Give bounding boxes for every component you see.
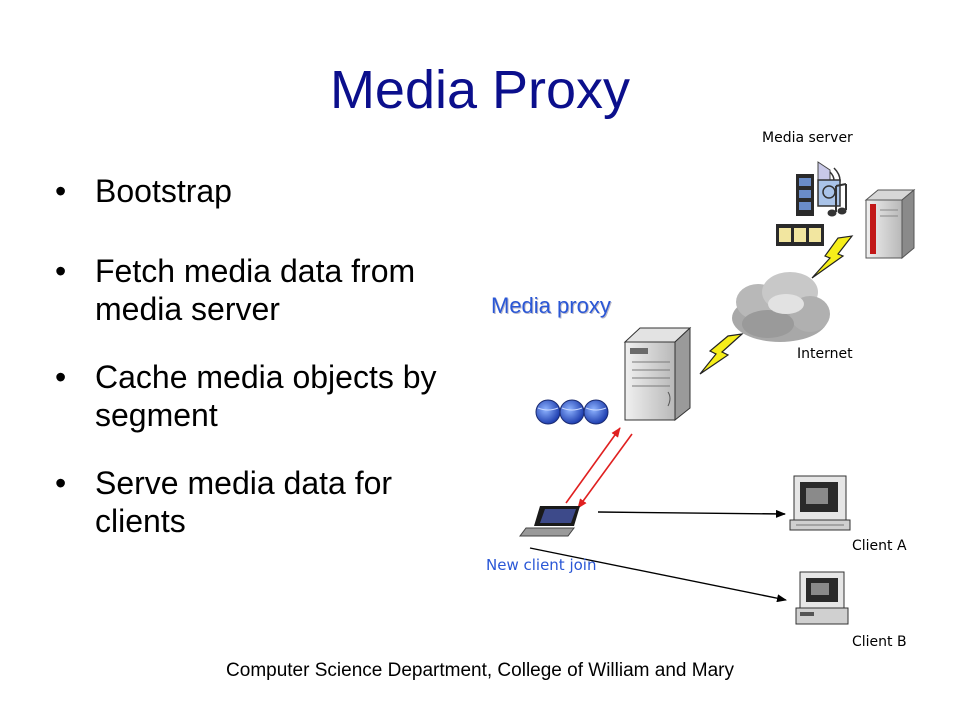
arrow-request: [565, 427, 621, 504]
media-proxy-label: Media proxy: [491, 293, 611, 318]
desktop-computer-icon: [789, 475, 851, 531]
arrow-response: [577, 433, 633, 509]
arrow-to-client-a: [597, 509, 786, 518]
arrow-to-client-b: [529, 547, 787, 603]
globe-disks-icon: [535, 399, 609, 425]
lightning-icon: [811, 235, 854, 279]
client-b-label: Client B: [852, 634, 907, 650]
media-files-icon: [776, 161, 847, 246]
page-title: Media Proxy: [329, 60, 631, 120]
lightning-icon: [699, 333, 744, 375]
bullet-bootstrap: Bootstrap: [55, 172, 475, 210]
proxy-server-icon: [623, 326, 692, 422]
footer: Computer Science Department, College of …: [226, 660, 734, 681]
media-server-label: Media server: [762, 130, 853, 146]
server-tower-icon: [864, 188, 916, 260]
laptop-icon: [519, 506, 580, 537]
bullet-serve: Serve media data for clients: [55, 464, 475, 540]
desktop-computer-icon: [795, 571, 849, 625]
bullet-list: Bootstrap Fetch media data from media se…: [55, 172, 475, 540]
client-a-label: Client A: [852, 538, 907, 554]
bullet-fetch: Fetch media data from media server: [55, 252, 475, 328]
internet-label: Internet: [797, 346, 853, 362]
bullet-cache: Cache media objects by segment: [55, 358, 475, 434]
new-client-label: New client join: [486, 556, 597, 574]
cloud-icon: [732, 272, 830, 342]
